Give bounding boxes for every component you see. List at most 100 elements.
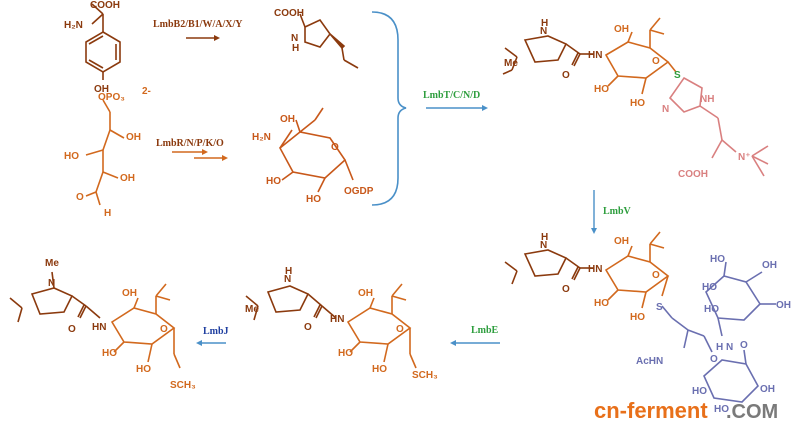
lincomycin-ring-o: O xyxy=(160,324,168,335)
myco-ring-o: O xyxy=(652,270,660,281)
ergo-s: S xyxy=(674,70,681,81)
lincomycin-sugar-ring xyxy=(110,283,181,369)
aldehyde-h: H xyxy=(104,208,111,219)
arrow-lmbv xyxy=(591,190,597,234)
ergo-sugar-ring xyxy=(604,17,677,95)
myco-amide-o: O xyxy=(562,284,570,295)
tyrosine-cooh-label: COOH xyxy=(90,0,120,11)
myco-oh-g: OH xyxy=(760,384,775,395)
myco-ho2: HO xyxy=(594,298,609,309)
ppl-cooh-label: COOH xyxy=(274,8,304,19)
lincomycin-n-methyl: Me xyxy=(45,258,59,269)
lincomycin-ho3: HO xyxy=(136,364,151,375)
myco-ho-c: HO xyxy=(704,304,719,315)
lincomycin-amide-o: O xyxy=(68,324,76,335)
ncdl-core xyxy=(245,285,337,321)
ergo-ho2: HO xyxy=(594,84,609,95)
lincomycin-hn: HN xyxy=(92,322,106,333)
myco-hn2: H N xyxy=(716,342,733,353)
myco-hn: HN xyxy=(588,264,602,275)
aldehyde-o: O xyxy=(76,192,84,203)
ncdl-sch3: SCH₃ xyxy=(412,370,438,381)
myco-pyrrolidine-n: N xyxy=(540,240,547,251)
myco-s: S xyxy=(656,302,663,313)
gdp-sugar-ho-bottom: HO xyxy=(306,194,321,205)
ergo-pyrrolidine-h: H xyxy=(541,18,548,29)
ncdl-me: Me xyxy=(245,304,259,315)
ppl-nh-label: N xyxy=(291,33,298,44)
merge-bracket xyxy=(371,11,407,206)
ergo-amide-o: O xyxy=(562,70,570,81)
ergo-oh1: OH xyxy=(614,24,629,35)
phosphate-label: OPO₃ xyxy=(98,92,125,103)
sugar-phosphate-oh3: OH xyxy=(120,173,135,184)
ergo-me: Me xyxy=(504,58,518,69)
ncdl-pyrrolidine-h: H xyxy=(285,266,292,277)
ergo-cooh: COOH xyxy=(678,169,708,180)
ncdl-amide-o: O xyxy=(304,322,312,333)
lincomycin-oh1: OH xyxy=(122,288,137,299)
sugar-phosphate-ho: HO xyxy=(64,151,79,162)
gdp-sugar-oh-top: OH xyxy=(280,114,295,125)
gdp-sugar-ho-left: HO xyxy=(266,176,281,187)
ppl-h-label: H xyxy=(292,43,299,54)
ncdl-ho3: HO xyxy=(372,364,387,375)
ergo-nplus: N⁺ xyxy=(738,152,751,163)
watermark-tld: .COM xyxy=(726,401,778,423)
mycothiol-sugar-ring xyxy=(604,231,670,309)
gdp-sugar-ring-o: O xyxy=(331,142,339,153)
ergo-ho3: HO xyxy=(630,98,645,109)
myco-ho3: HO xyxy=(630,312,645,323)
phosphate-charge: 2- xyxy=(142,86,151,97)
sugar-phosphate-structure xyxy=(85,99,125,206)
ncdl-hn: HN xyxy=(330,314,344,325)
ergo-pyrrolidine-n: N xyxy=(540,26,547,37)
ncdl-ring-o: O xyxy=(396,324,404,335)
ergo-ring-o: O xyxy=(652,56,660,67)
myco-oh-h: OH xyxy=(776,300,791,311)
arrow-lmbe xyxy=(450,340,500,346)
lincomycin-sch3: SCH₃ xyxy=(170,380,196,391)
arrow-lmbb xyxy=(186,35,220,41)
myco-ho-f: HO xyxy=(714,404,729,415)
mycothiol-conjugate-core xyxy=(504,249,594,285)
lincomycin-n: N xyxy=(48,278,55,289)
ncdl-sugar-ring xyxy=(346,283,417,369)
myco-pyrrolidine-h: H xyxy=(541,232,548,243)
myco-oh1: OH xyxy=(614,236,629,247)
myco-oh-b: OH xyxy=(762,260,777,271)
ergo-hn: HN xyxy=(588,50,602,61)
arrow-lmbr xyxy=(172,149,228,161)
arrow-lmbj xyxy=(196,340,226,346)
tyrosine-oh-label: OH xyxy=(94,84,109,95)
tyrosine-structure xyxy=(85,3,121,80)
ergo-imidazole-chain xyxy=(668,76,769,177)
myco-achn: AcHN xyxy=(636,356,663,367)
ncdl-ho2: HO xyxy=(338,348,353,359)
arrow-lmbt xyxy=(426,105,488,111)
enzyme-lmbv-label: LmbV xyxy=(603,206,632,217)
tyrosine-nh2-label: H₂N xyxy=(64,20,83,31)
ergo-imidazole-n: N xyxy=(662,104,669,115)
ergo-conjugate-core xyxy=(502,35,594,75)
watermark-brand: cn-ferment xyxy=(594,398,708,423)
enzyme-lmbj-label: LmbJ xyxy=(203,326,229,337)
myco-carbonyl-o: O xyxy=(710,354,718,365)
gdp-sugar-ogdp: OGDP xyxy=(344,186,374,197)
sugar-phosphate-oh1: OH xyxy=(126,132,141,143)
lincomycin-core xyxy=(9,271,101,323)
ncdl-oh1: OH xyxy=(358,288,373,299)
myco-ho-e: HO xyxy=(692,386,707,397)
myco-ho-d: HO xyxy=(710,254,725,265)
myco-ho-a: HO xyxy=(702,282,717,293)
enzyme-lmbb-label: LmbB2/B1/W/A/X/Y xyxy=(153,19,243,30)
enzyme-lmbe-label: LmbE xyxy=(471,325,499,336)
enzyme-lmbt-label: LmbT/C/N/D xyxy=(423,90,480,101)
watermark: cn-ferment .COM xyxy=(594,398,778,423)
gdp-sugar-structure xyxy=(278,107,354,193)
gdp-sugar-h2n: H₂N xyxy=(252,132,271,143)
enzyme-lmbr-label: LmbR/N/P/K/O xyxy=(156,138,224,149)
mycothiol-chain xyxy=(661,261,776,403)
lincomycin-ho2: HO xyxy=(102,348,117,359)
